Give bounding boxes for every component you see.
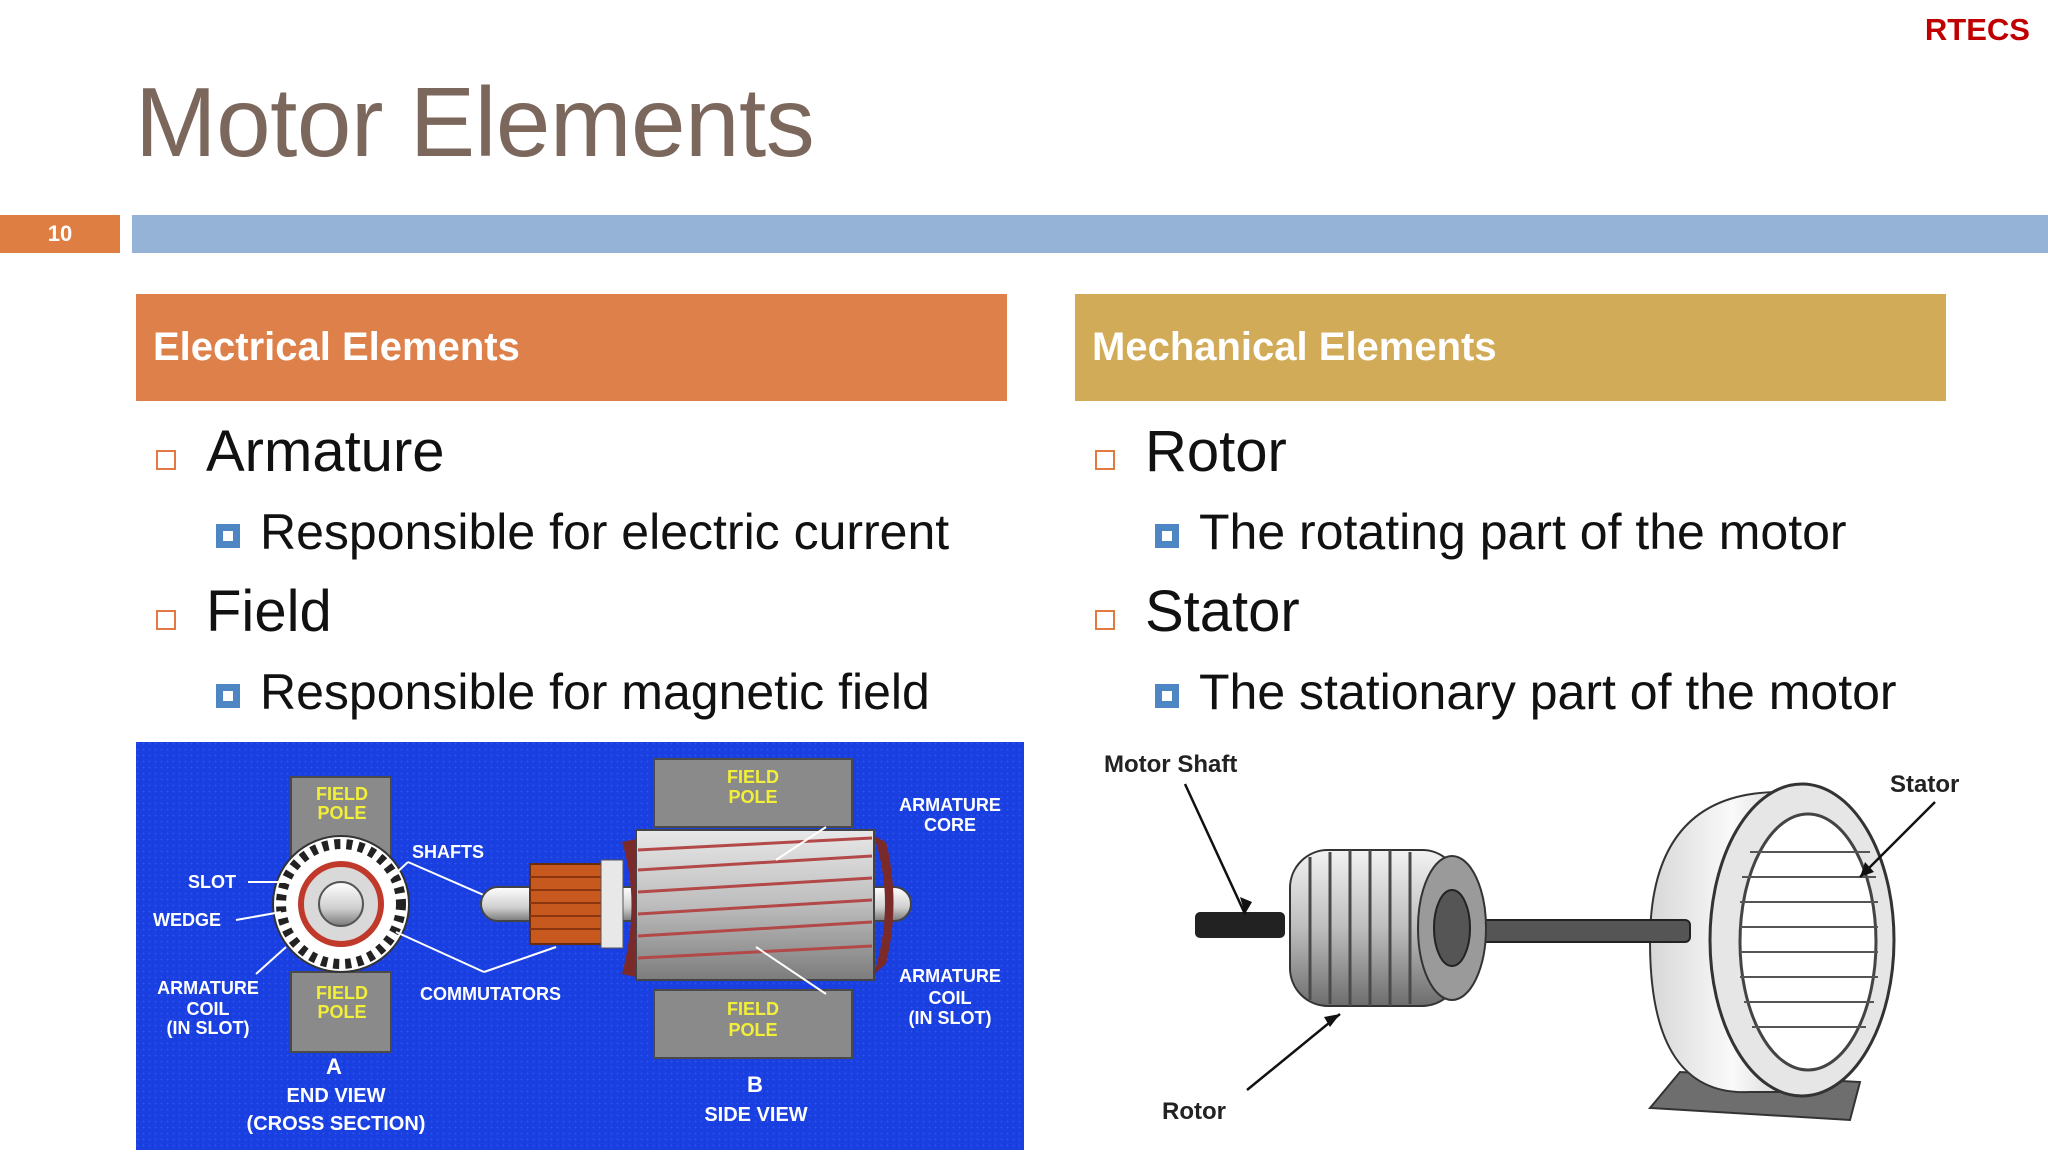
label-field-pole-top-a-1: FIELD — [316, 784, 368, 804]
arrowhead-icon — [1860, 862, 1874, 877]
electrical-item-field-desc: Responsible for magnetic field — [260, 664, 930, 720]
arrowhead-icon — [1240, 897, 1252, 914]
stator-windings — [1740, 851, 1878, 1028]
end-winding-right — [874, 836, 894, 974]
sub-bullet-icon — [216, 684, 240, 708]
arrowhead-icon — [1324, 1014, 1340, 1027]
label-field-pole-top-b-2: POLE — [728, 787, 777, 807]
label-slot: SLOT — [188, 872, 236, 892]
leader-lines — [1183, 783, 1936, 1091]
end-winding-left — [622, 839, 636, 977]
label-shafts: SHAFTS — [412, 842, 484, 862]
field-pole-bottom-a — [290, 971, 392, 1053]
label-end-view: END VIEW — [287, 1085, 386, 1107]
label-field-pole-bottom-b-1: FIELD — [727, 999, 779, 1019]
label-armature-coil-right-3: (IN SLOT) — [909, 1008, 992, 1028]
rotor-shaft-left — [1195, 912, 1285, 938]
electrical-item-armature-desc: Responsible for electric current — [260, 504, 950, 560]
label-armature-core-2: CORE — [924, 815, 976, 835]
mechanical-item-rotor-desc: The rotating part of the motor — [1199, 504, 1847, 560]
label-field-pole-bottom-a-2: POLE — [317, 1002, 366, 1022]
sub-bullet-icon — [1155, 524, 1179, 548]
bullet-square-icon — [156, 610, 176, 630]
label-field-pole-bottom-b-2: POLE — [728, 1020, 777, 1040]
label-cross-section: (CROSS SECTION) — [247, 1113, 426, 1135]
armature-coils — [637, 836, 873, 960]
label-field-pole-bottom-a-1: FIELD — [316, 983, 368, 1003]
dc-motor-armature-diagram: FIELD POLE FIELD POLE SLOT WEDGE SHAFTS … — [136, 742, 1024, 1150]
bullet-square-icon — [1095, 450, 1115, 470]
slide-title: Motor Elements — [135, 67, 815, 177]
label-armature-coil-left-2: COIL — [187, 999, 230, 1019]
sub-bullet-icon — [216, 524, 240, 548]
label-commutators: COMMUTATORS — [420, 984, 561, 1004]
rotor-fan-hub — [1433, 889, 1471, 967]
label-armature-coil-left-3: (IN SLOT) — [167, 1018, 250, 1038]
electrical-item-armature: Armature — [206, 419, 445, 484]
rotor-bars — [1308, 850, 1412, 1006]
label-armature-coil-right-2: COIL — [929, 988, 972, 1008]
bullet-square-icon — [1095, 610, 1115, 630]
label-view-b: B — [747, 1072, 763, 1097]
label-armature-coil-left-1: ARMATURE — [157, 978, 259, 998]
brand-logo-text: RTECS — [1924, 12, 2030, 47]
commutator-riser — [600, 859, 624, 949]
title-rule — [132, 215, 2048, 253]
label-motor-shaft: Motor Shaft — [1104, 751, 1237, 778]
field-pole-top-b — [653, 758, 853, 828]
mechanical-item-stator-desc: The stationary part of the motor — [1199, 664, 1897, 720]
armature-slots-ring — [276, 839, 406, 969]
slide-number: 10 — [0, 215, 120, 253]
mechanical-item-rotor: Rotor — [1145, 419, 1287, 484]
field-pole-bottom-b — [653, 989, 853, 1059]
label-view-a: A — [326, 1054, 342, 1079]
label-stator: Stator — [1890, 771, 1959, 798]
electrical-item-field: Field — [206, 579, 332, 644]
label-wedge: WEDGE — [153, 910, 221, 930]
shaft-end — [318, 881, 364, 927]
sub-bullet-icon — [1155, 684, 1179, 708]
electrical-elements-header: Electrical Elements — [136, 294, 1007, 401]
mechanical-elements-header: Mechanical Elements — [1075, 294, 1946, 401]
figure-background — [136, 742, 1024, 1150]
bullet-square-icon — [156, 450, 176, 470]
motor-rotor-stator-diagram: Motor Shaft Stator Rotor — [1104, 751, 1959, 1125]
label-armature-core-1: ARMATURE — [899, 795, 1001, 815]
label-field-pole-top-b-1: FIELD — [727, 767, 779, 787]
label-field-pole-top-a-2: POLE — [317, 803, 366, 823]
label-armature-coil-right-1: ARMATURE — [899, 966, 1001, 986]
label-side-view: SIDE VIEW — [704, 1104, 807, 1126]
label-rotor: Rotor — [1162, 1098, 1226, 1125]
mechanical-item-stator: Stator — [1145, 579, 1300, 644]
